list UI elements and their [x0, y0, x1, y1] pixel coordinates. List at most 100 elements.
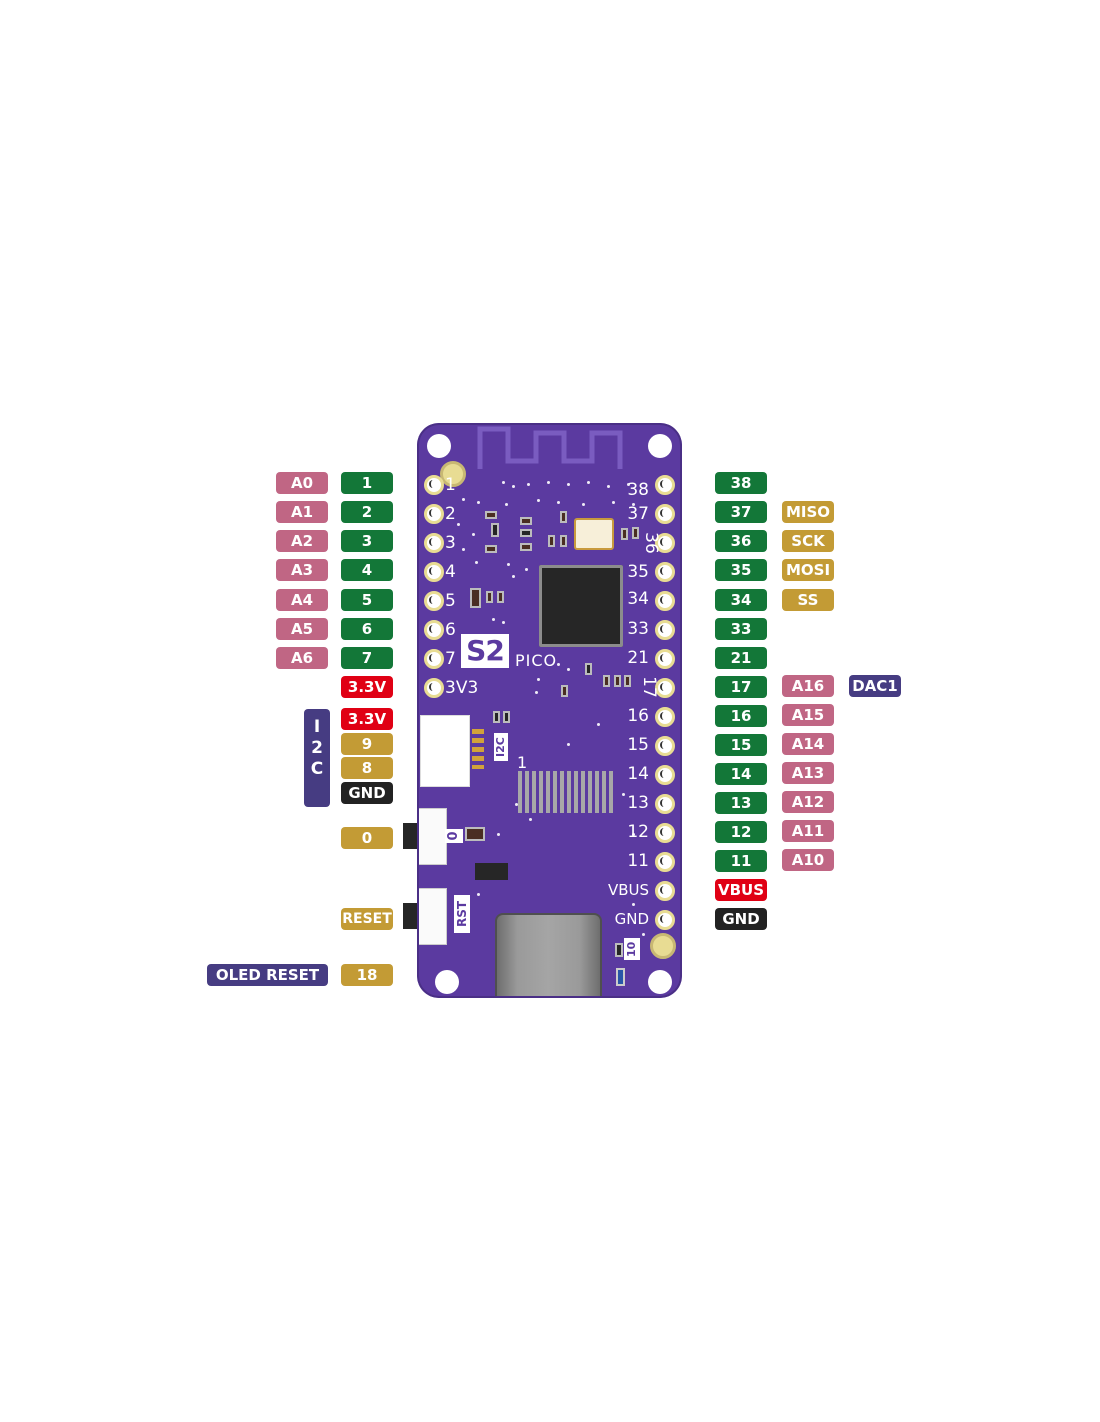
via: [547, 481, 550, 484]
silk-pin-label: 36: [641, 532, 662, 554]
gpio-label: 38: [715, 472, 767, 494]
gpio-label: 2: [341, 501, 393, 523]
silk-pin-label: 33: [627, 619, 649, 639]
i2c-power-label: 3.3V: [341, 708, 393, 730]
silk-pin-label: 38: [627, 480, 649, 500]
resistor: [486, 591, 493, 603]
i2c-connector: [420, 715, 470, 787]
spi-label: SS: [782, 589, 834, 611]
pin-pad: [655, 765, 675, 785]
capacitor: [632, 527, 639, 539]
capacitor: [520, 529, 532, 537]
via: [567, 743, 570, 746]
analog-label: A3: [276, 559, 328, 581]
pcb-board: 1 2 3 4 5 6 7 3V3 38 37 36 35 34 33 21 1…: [417, 423, 682, 998]
ribbon-connector-pads: [518, 771, 613, 813]
pin-pad: [655, 707, 675, 727]
analog-label: A6: [276, 647, 328, 669]
pin-pad: [424, 678, 444, 698]
silk-pin-label: 7: [445, 649, 456, 669]
capacitor: [560, 535, 567, 547]
boot-silk-label: 0: [445, 829, 463, 843]
via: [477, 501, 480, 504]
gpio-label: 6: [341, 618, 393, 640]
analog-label: A4: [276, 589, 328, 611]
via: [567, 668, 570, 671]
gpio-label: 33: [715, 618, 767, 640]
silk-pin-label: 16: [627, 706, 649, 726]
resistor: [614, 675, 621, 687]
via: [502, 481, 505, 484]
analog-label: A13: [782, 762, 834, 784]
pin-pad: [655, 591, 675, 611]
via: [557, 663, 560, 666]
power-label: VBUS: [715, 879, 767, 901]
via: [457, 523, 460, 526]
gpio-label: 5: [341, 589, 393, 611]
boot-button-label: 0: [341, 827, 393, 849]
analog-label: A10: [782, 849, 834, 871]
silk-pin-label: 6: [445, 620, 456, 640]
pin-pad: [655, 475, 675, 495]
status-led: [616, 968, 625, 986]
pin-pad: [655, 881, 675, 901]
silk-pin-label: 3: [445, 533, 456, 553]
via: [497, 833, 500, 836]
usb-c-connector: [495, 913, 602, 998]
via: [537, 678, 540, 681]
resistor: [624, 675, 631, 687]
resistor: [491, 523, 499, 537]
led-silk-label: 10: [624, 938, 640, 960]
via: [567, 483, 570, 486]
voltage-regulator: [475, 863, 508, 880]
via: [587, 481, 590, 484]
spi-label: SCK: [782, 530, 834, 552]
pin-pad: [655, 504, 675, 524]
silk-pin-label: 5: [445, 591, 456, 611]
silk-pin-label: 11: [627, 851, 649, 871]
mounting-hole: [648, 434, 672, 458]
ribbon-pin1-label: 1: [517, 753, 528, 772]
silk-pin-label: 1: [445, 475, 456, 495]
via: [492, 618, 495, 621]
via: [642, 933, 645, 936]
gpio-label: 4: [341, 559, 393, 581]
silk-pin-label: 34: [627, 589, 649, 609]
via: [512, 575, 515, 578]
gpio-label: 37: [715, 501, 767, 523]
gpio-label: 12: [715, 821, 767, 843]
power-label: 3.3V: [341, 676, 393, 698]
board-model-label: PICO: [515, 651, 558, 670]
via: [507, 563, 510, 566]
pin-pad: [655, 736, 675, 756]
silk-pin-label: 15: [627, 735, 649, 755]
pin-pad: [655, 562, 675, 582]
oled-reset-pin-label: 18: [341, 964, 393, 986]
i2c-silk-label: I2C: [494, 733, 508, 761]
test-pad: [440, 461, 466, 487]
gpio-label: 17: [715, 676, 767, 698]
via: [502, 621, 505, 624]
diode: [493, 711, 500, 723]
gpio-label: 13: [715, 792, 767, 814]
pin-pad: [424, 620, 444, 640]
analog-label: A14: [782, 733, 834, 755]
resistor: [561, 685, 568, 697]
pin-pad: [655, 852, 675, 872]
resistor: [615, 943, 623, 957]
boot-button[interactable]: [403, 823, 419, 849]
silk-pin-label: 4: [445, 562, 456, 582]
capacitor: [520, 517, 532, 525]
capacitor: [621, 528, 628, 540]
test-pad: [650, 933, 676, 959]
boot-button-body: [417, 808, 447, 865]
via: [597, 723, 600, 726]
dac-label: DAC1: [849, 675, 901, 697]
via: [535, 691, 538, 694]
analog-label: A15: [782, 704, 834, 726]
via: [505, 503, 508, 506]
silk-pin-label: 3V3: [445, 678, 479, 698]
resistor: [485, 511, 497, 519]
reset-button[interactable]: [403, 903, 419, 929]
i2c-group-label: I 2 C: [304, 709, 330, 807]
